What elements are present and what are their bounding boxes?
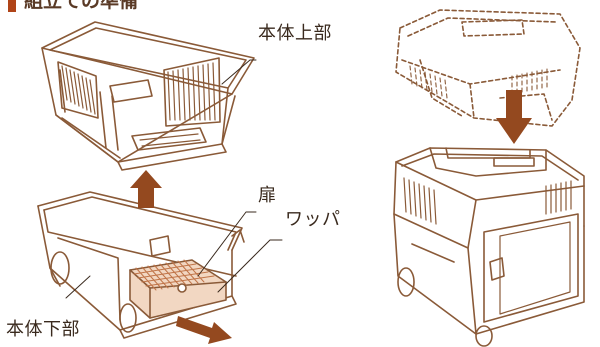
door-tray xyxy=(129,259,227,319)
upper-body-part xyxy=(41,21,255,171)
arrow-down-icon xyxy=(496,90,532,144)
top-shell-dashed xyxy=(395,9,581,127)
label-body-lower: 本体下部 xyxy=(6,319,80,340)
lower-body-part xyxy=(37,191,245,339)
arrow-up-icon xyxy=(130,170,162,208)
label-body-upper: 本体上部 xyxy=(258,23,332,44)
leader-lines xyxy=(65,59,283,299)
arrow-out-icon xyxy=(176,316,232,344)
label-washer: ワッパ xyxy=(285,209,341,230)
label-door: 扉 xyxy=(258,185,277,206)
title-accent-bar xyxy=(8,0,16,12)
section-title: 組立ての準備 xyxy=(24,0,139,12)
assembled-carrier xyxy=(393,147,585,347)
